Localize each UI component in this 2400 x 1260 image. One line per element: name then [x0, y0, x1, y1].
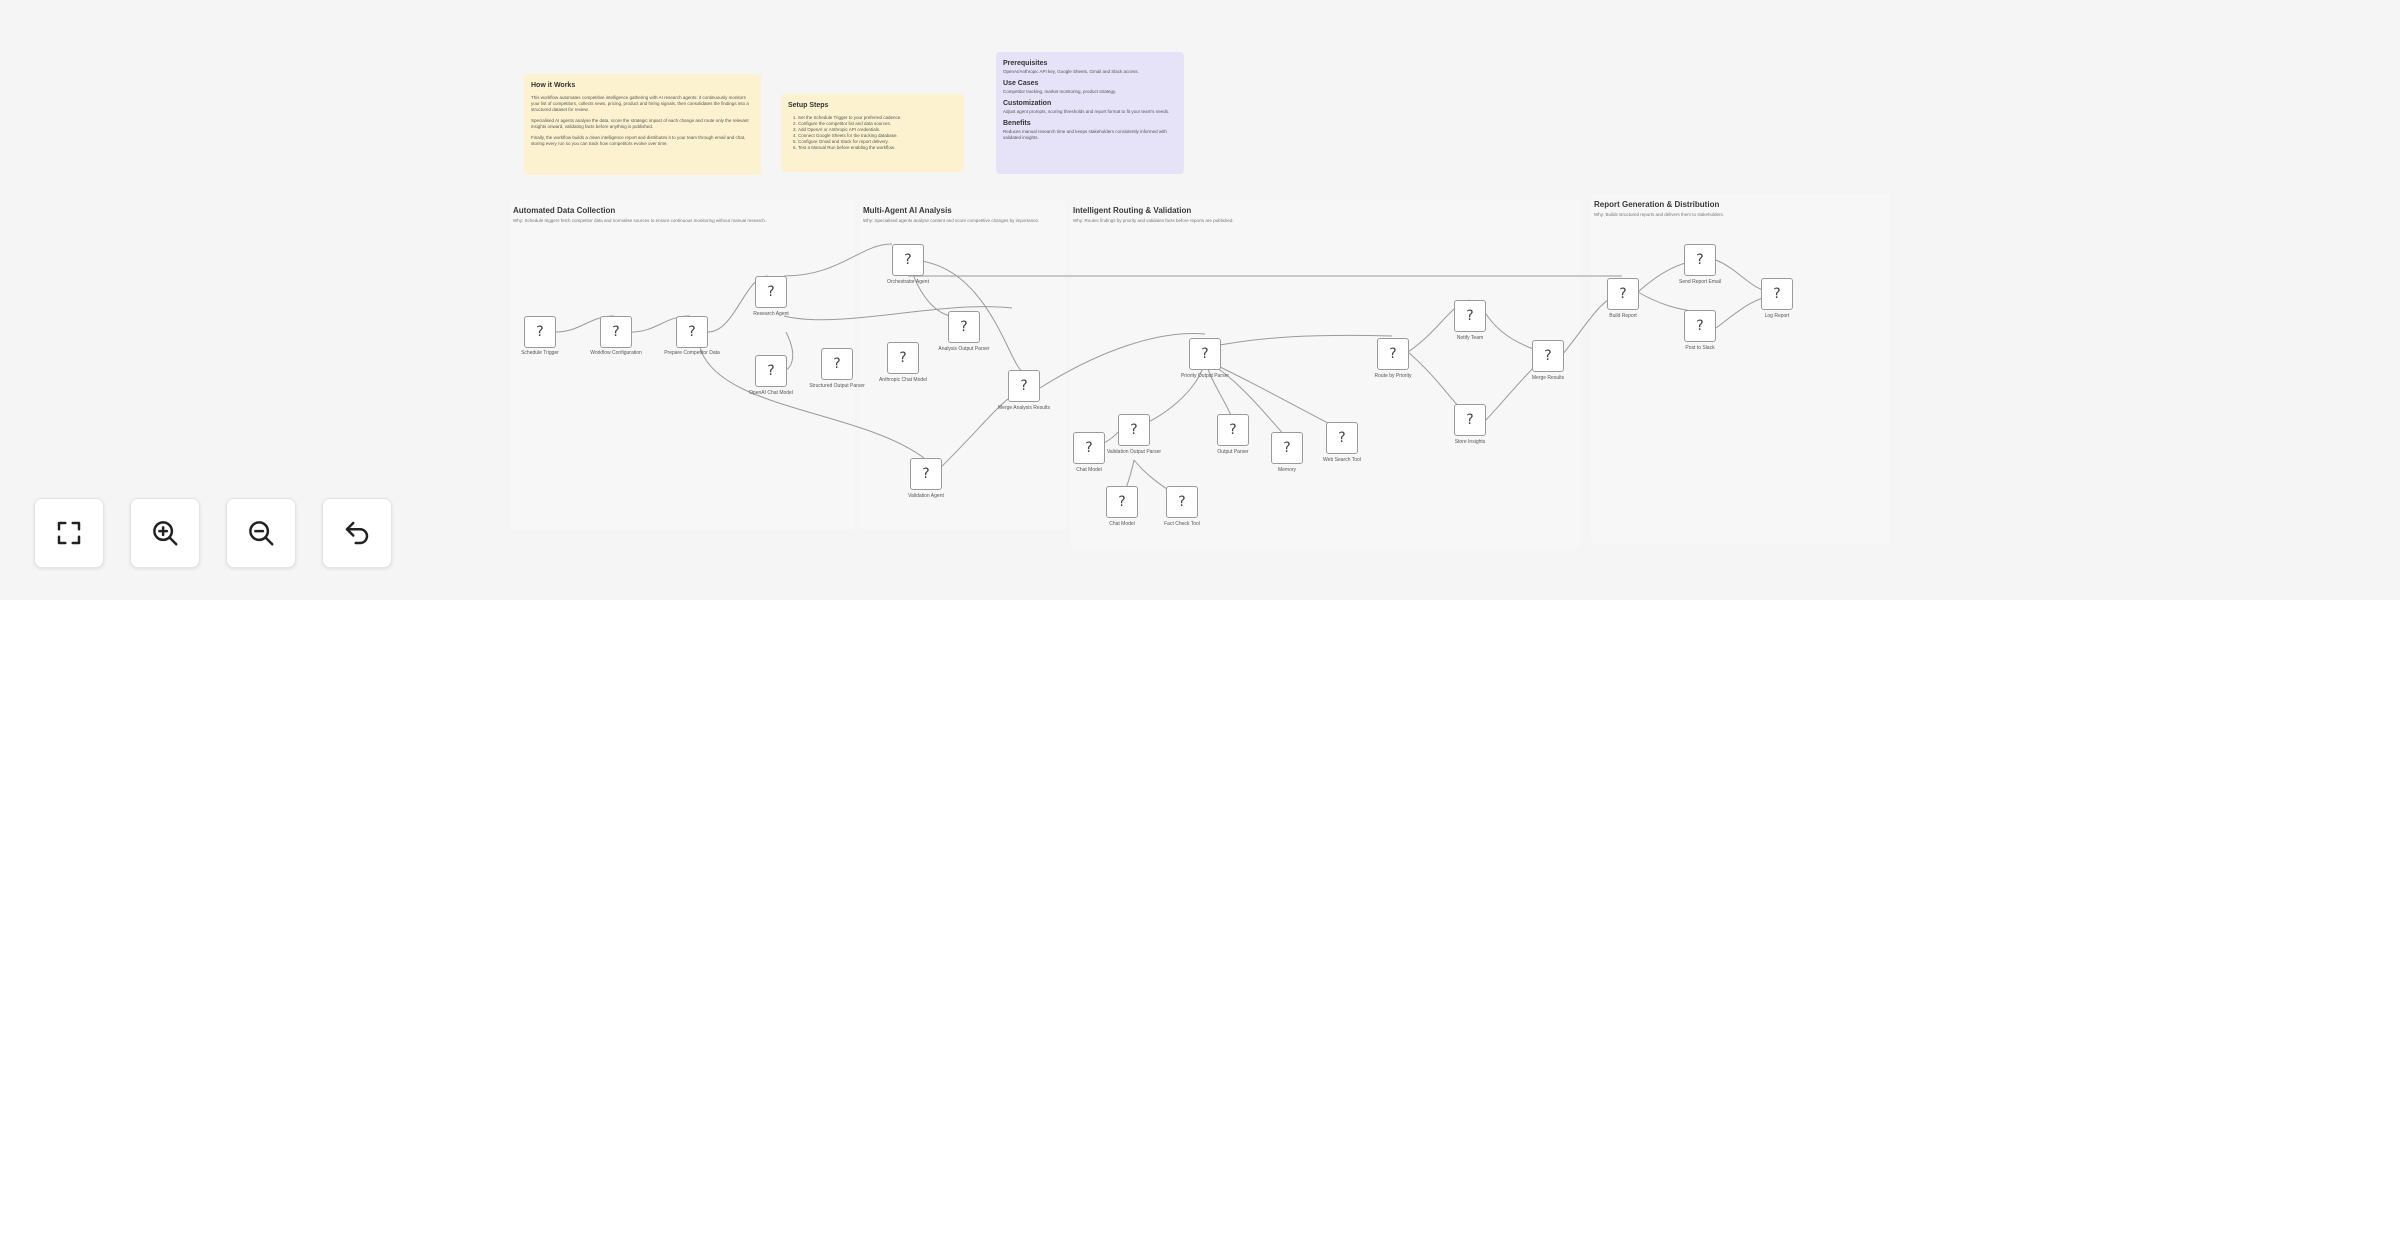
node-memory[interactable]: ?: [1271, 432, 1303, 464]
zoom-in-icon: [153, 521, 178, 546]
node-label: Log Report: [1764, 313, 1790, 319]
note-title: How it Works: [531, 82, 576, 89]
node-build-report[interactable]: ?: [1607, 278, 1639, 310]
node-orchestrator-agent[interactable]: ?: [892, 244, 924, 276]
node-priority-output-parser[interactable]: ?: [1189, 338, 1221, 370]
note-heading: Benefits: [1003, 120, 1031, 127]
note-text: Competitor tracking, market monitoring, …: [1003, 89, 1117, 94]
note-title: Setup Steps: [788, 102, 829, 109]
node-openai-chat-model[interactable]: ?: [755, 355, 787, 387]
setup-step: Configure Gmail and Slack for report del…: [798, 139, 957, 145]
node-workflow-configuration[interactable]: ?: [600, 316, 632, 348]
node-merge-results[interactable]: ?: [1532, 340, 1564, 372]
note-paragraph: This workflow automates competitive inte…: [531, 95, 749, 112]
node-research-agent[interactable]: ?: [755, 276, 787, 308]
fit-view-button[interactable]: [34, 498, 104, 568]
node-output-parser[interactable]: ?: [1217, 414, 1249, 446]
node-label: Research Agent: [753, 311, 789, 317]
node-label: Anthropic Chat Model: [878, 377, 928, 383]
note-prerequisites[interactable]: Prerequisites OpenAI/Anthropic API key, …: [996, 52, 1184, 174]
zoom-in-button[interactable]: [130, 498, 200, 568]
node-label: Prepare Competitor Data: [664, 350, 720, 356]
node-label: Web Search Tool: [1323, 457, 1361, 463]
node-chat-model[interactable]: ?: [1106, 486, 1138, 518]
section-data-collection[interactable]: Automated Data Collection Why: Schedule …: [510, 200, 855, 530]
node-validation-output-parser[interactable]: ?: [1118, 414, 1150, 446]
undo-icon: [345, 521, 369, 545]
note-text: Adjust agent prompts, scoring thresholds…: [1003, 109, 1170, 114]
node-label: Validation Agent: [908, 493, 944, 499]
node-label: Store Insights: [1454, 439, 1486, 445]
note-paragraph: Specialised AI agents analyse the data, …: [531, 118, 749, 129]
node-label: Priority Output Parser: [1180, 373, 1230, 379]
node-label: Orchestrator Agent: [887, 279, 929, 285]
node-structured-output-parser[interactable]: ?: [821, 348, 853, 380]
node-route-by-priority[interactable]: ?: [1377, 338, 1409, 370]
section-description: Why: Specialised agents analyse content …: [863, 218, 1040, 223]
section-title: Report Generation & Distribution: [1594, 200, 1720, 209]
node-label: Route by Priority: [1374, 373, 1412, 379]
section-routing-validation[interactable]: Intelligent Routing & Validation Why: Ro…: [1070, 200, 1580, 548]
note-paragraph: Finally, the workflow builds a clean int…: [531, 135, 746, 146]
node-merge-analysis-results[interactable]: ?: [1008, 370, 1040, 402]
node-schedule-trigger[interactable]: ?: [524, 316, 556, 348]
note-text: OpenAI/Anthropic API key, Google Sheets,…: [1003, 69, 1139, 74]
node-label: Output Parser: [1217, 449, 1249, 455]
node-label: Merge Analysis Results: [998, 405, 1050, 411]
zoom-out-icon: [249, 521, 274, 546]
node-label: Post to Slack: [1685, 345, 1715, 351]
note-setup-steps[interactable]: Setup Steps Set the Schedule Trigger to …: [781, 94, 964, 172]
node-validation-agent[interactable]: ?: [910, 458, 942, 490]
node-label: Merge Results: [1531, 375, 1565, 381]
node-web-search-tool[interactable]: ?: [1326, 422, 1358, 454]
setup-step: Configure the competitor list and data s…: [798, 121, 957, 127]
section-report-distribution[interactable]: Report Generation & Distribution Why: Bu…: [1591, 194, 1890, 544]
section-title: Multi-Agent AI Analysis: [863, 206, 952, 215]
section-description: Why: Builds structured reports and deliv…: [1594, 212, 1725, 217]
zoom-out-button[interactable]: [226, 498, 296, 568]
setup-step: Set the Schedule Trigger to your preferr…: [798, 115, 957, 121]
node-label: Workflow Configuration: [590, 350, 642, 356]
section-description: Why: Routes findings by priority and val…: [1073, 218, 1234, 223]
node-notify-team[interactable]: ?: [1454, 300, 1486, 332]
node-label: Validation Output Parser: [1106, 449, 1162, 455]
note-heading: Prerequisites: [1003, 60, 1048, 67]
setup-step: Add OpenAI or Anthropic API credentials.: [798, 127, 957, 133]
node-label: Fact Check Tool: [1164, 521, 1200, 527]
node-fact-check-tool[interactable]: ?: [1166, 486, 1198, 518]
node-prepare-competitor-data[interactable]: ?: [676, 316, 708, 348]
node-label: Chat Model: [1109, 521, 1135, 527]
note-how-it-works[interactable]: How it Works This workflow automates com…: [524, 74, 761, 175]
setup-step: Test a Manual Run before enabling the wo…: [798, 145, 957, 151]
node-label: OpenAI Chat Model: [749, 390, 793, 396]
node-anthropic-chat-model[interactable]: ?: [887, 342, 919, 374]
reset-view-button[interactable]: [322, 498, 392, 568]
node-store-insights[interactable]: ?: [1454, 404, 1486, 436]
fit-view-icon: [57, 521, 81, 545]
node-chat-model[interactable]: ?: [1073, 432, 1105, 464]
node-label: Build Report: [1609, 313, 1637, 319]
node-label: Send Report Email: [1679, 279, 1721, 285]
node-analysis-output-parser[interactable]: ?: [948, 311, 980, 343]
node-label: Chat Model: [1076, 467, 1102, 473]
node-label: Notify Team: [1456, 335, 1484, 341]
node-label: Memory: [1277, 467, 1297, 473]
node-send-report-email[interactable]: ?: [1684, 244, 1716, 276]
note-text: Reduces manual research time and keeps s…: [1003, 129, 1167, 140]
note-heading: Use Cases: [1003, 80, 1039, 87]
setup-step: Connect Google Sheets for the tracking d…: [798, 133, 957, 139]
node-log-report[interactable]: ?: [1761, 278, 1793, 310]
setup-steps-list: Set the Schedule Trigger to your preferr…: [788, 115, 957, 151]
workflow-canvas[interactable]: How it Works This workflow automates com…: [0, 0, 2400, 600]
node-label: Structured Output Parser: [809, 383, 865, 389]
node-label: Analysis Output Parser: [938, 346, 990, 352]
node-post-to-slack[interactable]: ?: [1684, 310, 1716, 342]
section-description: Why: Schedule triggers fetch competitor …: [513, 218, 767, 223]
section-title: Intelligent Routing & Validation: [1073, 206, 1192, 215]
note-heading: Customization: [1003, 100, 1052, 107]
section-title: Automated Data Collection: [513, 206, 616, 215]
node-label: Schedule Trigger: [521, 350, 559, 356]
